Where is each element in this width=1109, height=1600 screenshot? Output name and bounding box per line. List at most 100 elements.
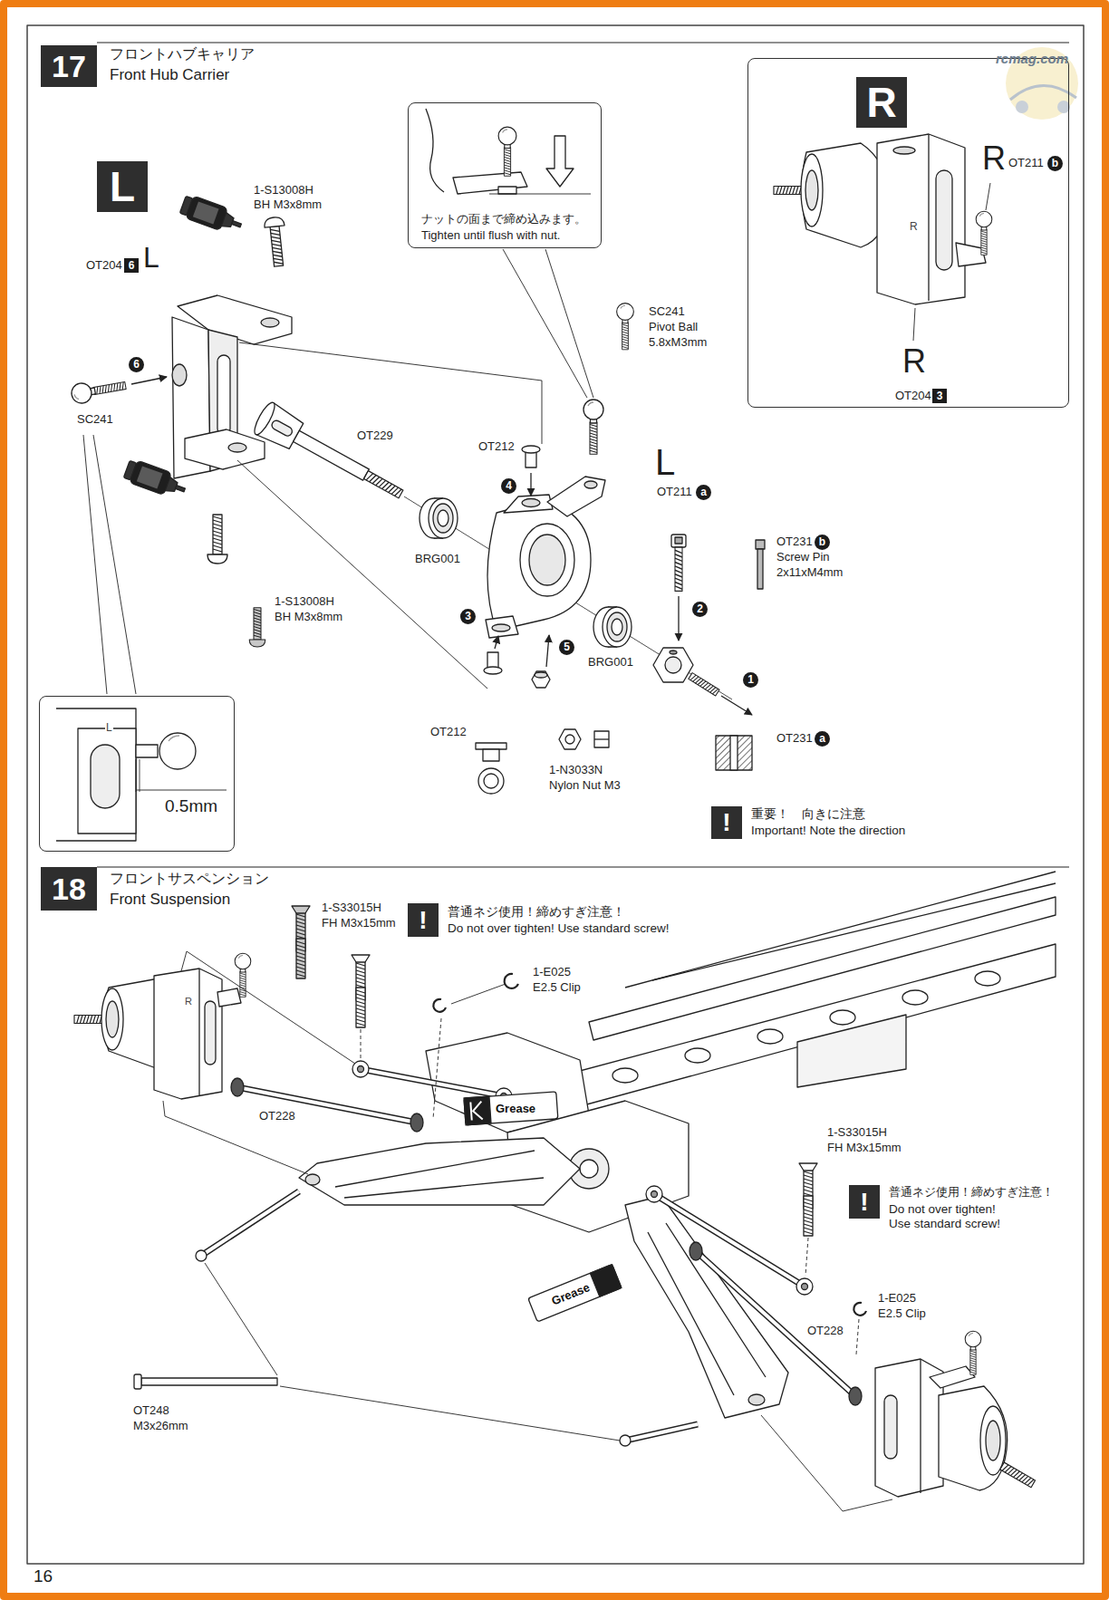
lower-arm: [335, 1150, 544, 1198]
grease-tube: [463, 1091, 559, 1126]
screw-pin-icon: [755, 540, 765, 589]
step-callout-number: b: [814, 534, 830, 550]
flat-screw: [351, 954, 370, 1028]
turnbuckle: [654, 1194, 805, 1287]
part-label: 2x11xM4mm: [775, 566, 844, 580]
variant-number: 3: [932, 388, 947, 404]
nut-icon: [594, 738, 609, 740]
screw-pin: [671, 534, 686, 548]
part-label: OT228: [806, 1324, 845, 1339]
assembly-line: [239, 342, 542, 444]
right-hub-assembly: [893, 146, 916, 155]
part-label: OT248: [132, 1404, 171, 1418]
bearing: [593, 607, 632, 647]
assembly-arrow: [721, 695, 753, 715]
note-text: Front Hub Carrier: [108, 66, 231, 85]
assembly-line: [805, 1237, 809, 1276]
part-label: SC241: [647, 305, 686, 319]
bushing-icon: [483, 773, 499, 789]
hub-carrier: [503, 494, 553, 513]
left-hub-assembly: [204, 1001, 216, 1065]
bushing-icon: [478, 768, 504, 794]
part-marking: R: [908, 221, 919, 234]
assembly-arrow: [530, 472, 531, 496]
hub-carrier: [584, 481, 598, 489]
left-hub-assembly: [198, 968, 200, 1097]
right-hub-assembly: [805, 170, 819, 211]
drive-shaft: [410, 1113, 424, 1132]
right-hub-assembly: [773, 134, 993, 305]
grease-tube: [589, 1264, 622, 1298]
side-letter: L: [143, 242, 160, 272]
bushing: [521, 445, 541, 468]
left-hub-assembly: [234, 953, 251, 997]
lower-arm: [298, 1137, 580, 1206]
screw-pin: [675, 547, 683, 591]
bushing-icon: [482, 749, 500, 762]
drive-shaft: [237, 1087, 417, 1123]
part-label: OT231: [775, 535, 814, 550]
note-text: OT211: [1007, 156, 1045, 171]
note-text: 普通ネジ使用！締めすぎ注意！: [446, 905, 627, 920]
right-hub-assembly: [935, 170, 953, 271]
leader-line: [83, 434, 107, 695]
part-label: BH M3x8mm: [252, 198, 323, 213]
right-hub-assembly: [964, 1330, 982, 1375]
note-text: Tighten until flush with nut.: [420, 229, 561, 243]
steering-knuckle: [184, 429, 265, 470]
caution-note: !普通ネジ使用！締めすぎ注意！Do not over tighten! Use …: [848, 1185, 880, 1219]
threadlock-bottle: [122, 458, 189, 502]
inset-detail: [56, 708, 136, 841]
part-label: 1-E025: [531, 965, 572, 980]
grease-tube: [463, 1096, 492, 1126]
bushing: [521, 445, 541, 454]
detail-callout: ナットの面まで締め込みます。Tighten until flush with n…: [407, 102, 602, 249]
step-header: 18フロントサスペンションFront Suspension: [40, 867, 97, 911]
part-label: 1-N3033N: [548, 763, 604, 778]
part-label: Nylon Nut M3: [548, 779, 622, 793]
assembly-line: [237, 460, 488, 689]
e-clip: [853, 1302, 867, 1316]
e-clip-icon: [504, 973, 519, 989]
left-hub-assembly: [101, 988, 124, 1051]
note-text: Do not over tighten! Use standard screw!: [887, 1202, 1017, 1231]
chassis: [902, 990, 928, 1005]
side-letter: L: [655, 443, 676, 481]
leader-line: [93, 434, 136, 695]
watermark-logo: [1015, 100, 1029, 114]
part-label: FH M3x15mm: [826, 1141, 903, 1156]
part-label: BRG001: [587, 655, 635, 670]
steering-knuckle: [172, 364, 187, 386]
part-label: 1-S13008H: [252, 183, 315, 198]
hex-hub-thread: [688, 673, 720, 696]
tube-label: Grease: [549, 1281, 593, 1310]
bushing: [483, 666, 502, 675]
e-clip: [433, 999, 446, 1013]
bearing: [419, 498, 458, 539]
leader-line: [502, 249, 588, 398]
side-letter: R: [902, 345, 926, 378]
step-callout-number: 3: [460, 608, 476, 625]
note-text: Important! Note the direction: [750, 823, 907, 839]
step-callout-number: a: [814, 731, 830, 747]
nylon-nut: [531, 671, 550, 688]
part-label: OT228: [258, 1109, 297, 1124]
left-hub-assembly: [106, 1001, 119, 1038]
inset-detail: [56, 708, 227, 841]
drive-shaft: [237, 1087, 417, 1123]
grease-tube: [470, 1101, 483, 1121]
chassis: [625, 871, 1056, 988]
turnbuckle: [651, 1191, 658, 1198]
right-hub-assembly: [980, 1406, 1006, 1476]
callout-detail: [425, 108, 591, 194]
chassis: [588, 896, 1056, 1041]
assembly-line: [761, 1415, 893, 1512]
hex-hub: [665, 656, 682, 674]
chassis: [652, 883, 1056, 981]
callout-detail: [498, 126, 517, 176]
page-frame: [27, 25, 1084, 1564]
inset-detail: [139, 759, 141, 792]
tube-label: Grease: [494, 1102, 537, 1117]
assembly-arrow: [677, 596, 679, 641]
assembly-line: [856, 1319, 859, 1355]
